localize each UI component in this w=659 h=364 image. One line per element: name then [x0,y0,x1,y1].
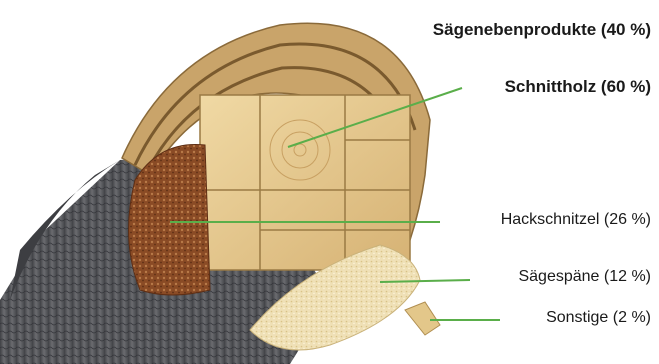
label-sonstige: Sonstige (2 %) [546,309,651,327]
label-schnittholz: Schnittholz (60 %) [505,77,651,97]
label-saegespaene: Sägespäne (12 %) [518,268,651,286]
timber-block [200,95,410,270]
other-pieces [405,302,440,335]
label-saegenebenprodukte: Sägenebenprodukte (40 %) [433,20,651,40]
label-hackschnitzel: Hackschnitzel (26 %) [501,211,651,229]
